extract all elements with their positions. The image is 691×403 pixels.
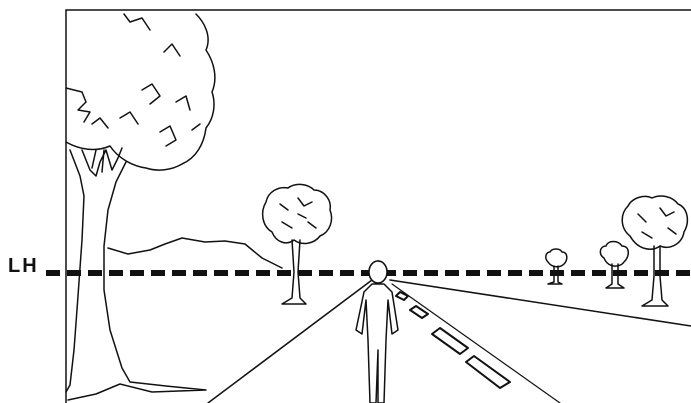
distant-hills [107, 237, 283, 269]
right-tree [621, 195, 689, 307]
road-center-dashes [395, 291, 511, 389]
person-head [368, 260, 388, 284]
far-tree-2 [599, 240, 629, 289]
mid-tree [261, 183, 333, 305]
perspective-road [207, 279, 691, 403]
horizon-line-label: LH [8, 255, 39, 277]
picture-frame [65, 9, 691, 403]
far-tree-1 [545, 248, 568, 285]
large-foreground-tree [65, 13, 216, 401]
